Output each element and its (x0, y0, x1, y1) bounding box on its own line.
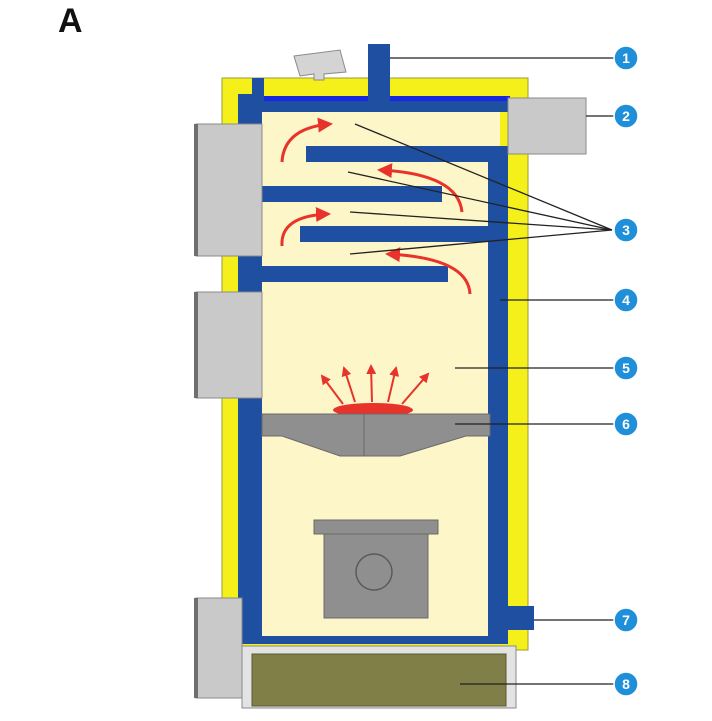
callout-4: 4 (613, 287, 639, 313)
grate (261, 413, 491, 457)
callout-8: 8 (613, 671, 639, 697)
panel-label: A (58, 2, 83, 40)
baffle-1 (306, 146, 506, 162)
top-cap (293, 49, 347, 81)
ash-door-top (313, 519, 439, 535)
callout-number: 2 (622, 108, 630, 124)
heat-arrow-4 (387, 366, 400, 403)
callout-6: 6 (613, 411, 639, 437)
flue-outlet (507, 97, 587, 155)
flue-arrow-4 (385, 247, 472, 295)
callout-number: 8 (622, 676, 630, 692)
left-stub-pipe (252, 78, 264, 108)
callout-number: 6 (622, 416, 630, 432)
callout-number: 7 (622, 612, 630, 628)
flue-arrow-1 (280, 117, 333, 163)
middle-door (195, 291, 263, 399)
water-jacket-bottom (238, 636, 508, 644)
baffle-4 (252, 266, 448, 282)
heat-arrow-1 (320, 374, 344, 405)
flow-outlet-pipe (368, 44, 390, 106)
callout-7: 7 (613, 607, 639, 633)
heat-arrow-2 (341, 366, 356, 403)
leader-lines (347, 57, 616, 685)
heat-arrow-5 (401, 372, 430, 405)
callout-number: 3 (622, 222, 630, 238)
callout-3: 3 (613, 217, 639, 243)
return-inlet-pipe (506, 606, 534, 630)
lower-door (195, 597, 243, 699)
flue-arrow-3 (280, 207, 331, 247)
heat-arrow-3 (366, 364, 377, 403)
callout-number: 4 (622, 292, 630, 308)
upper-door (195, 123, 263, 257)
callout-number: 1 (622, 50, 630, 66)
ash-door-knob (355, 553, 393, 591)
callout-5: 5 (613, 355, 639, 381)
baffle-2 (252, 186, 442, 202)
callout-2: 2 (613, 103, 639, 129)
water-jacket-right (488, 146, 508, 644)
callout-1: 1 (613, 45, 639, 71)
callout-number: 5 (622, 360, 630, 376)
flue-arrow-2 (377, 163, 464, 213)
baffle-3 (300, 226, 506, 242)
ash-box (251, 653, 507, 707)
